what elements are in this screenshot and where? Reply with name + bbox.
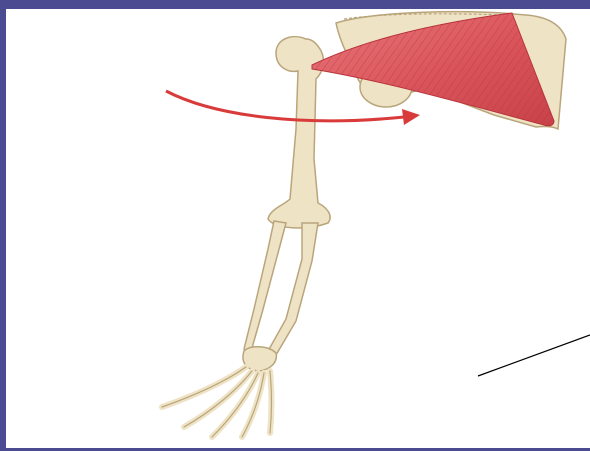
forearm-bones [244, 221, 318, 355]
arm-anatomy-illustration [6, 9, 590, 448]
leader-line [478, 335, 590, 376]
hand-bones [162, 347, 276, 437]
illustration-canvas [6, 9, 590, 448]
